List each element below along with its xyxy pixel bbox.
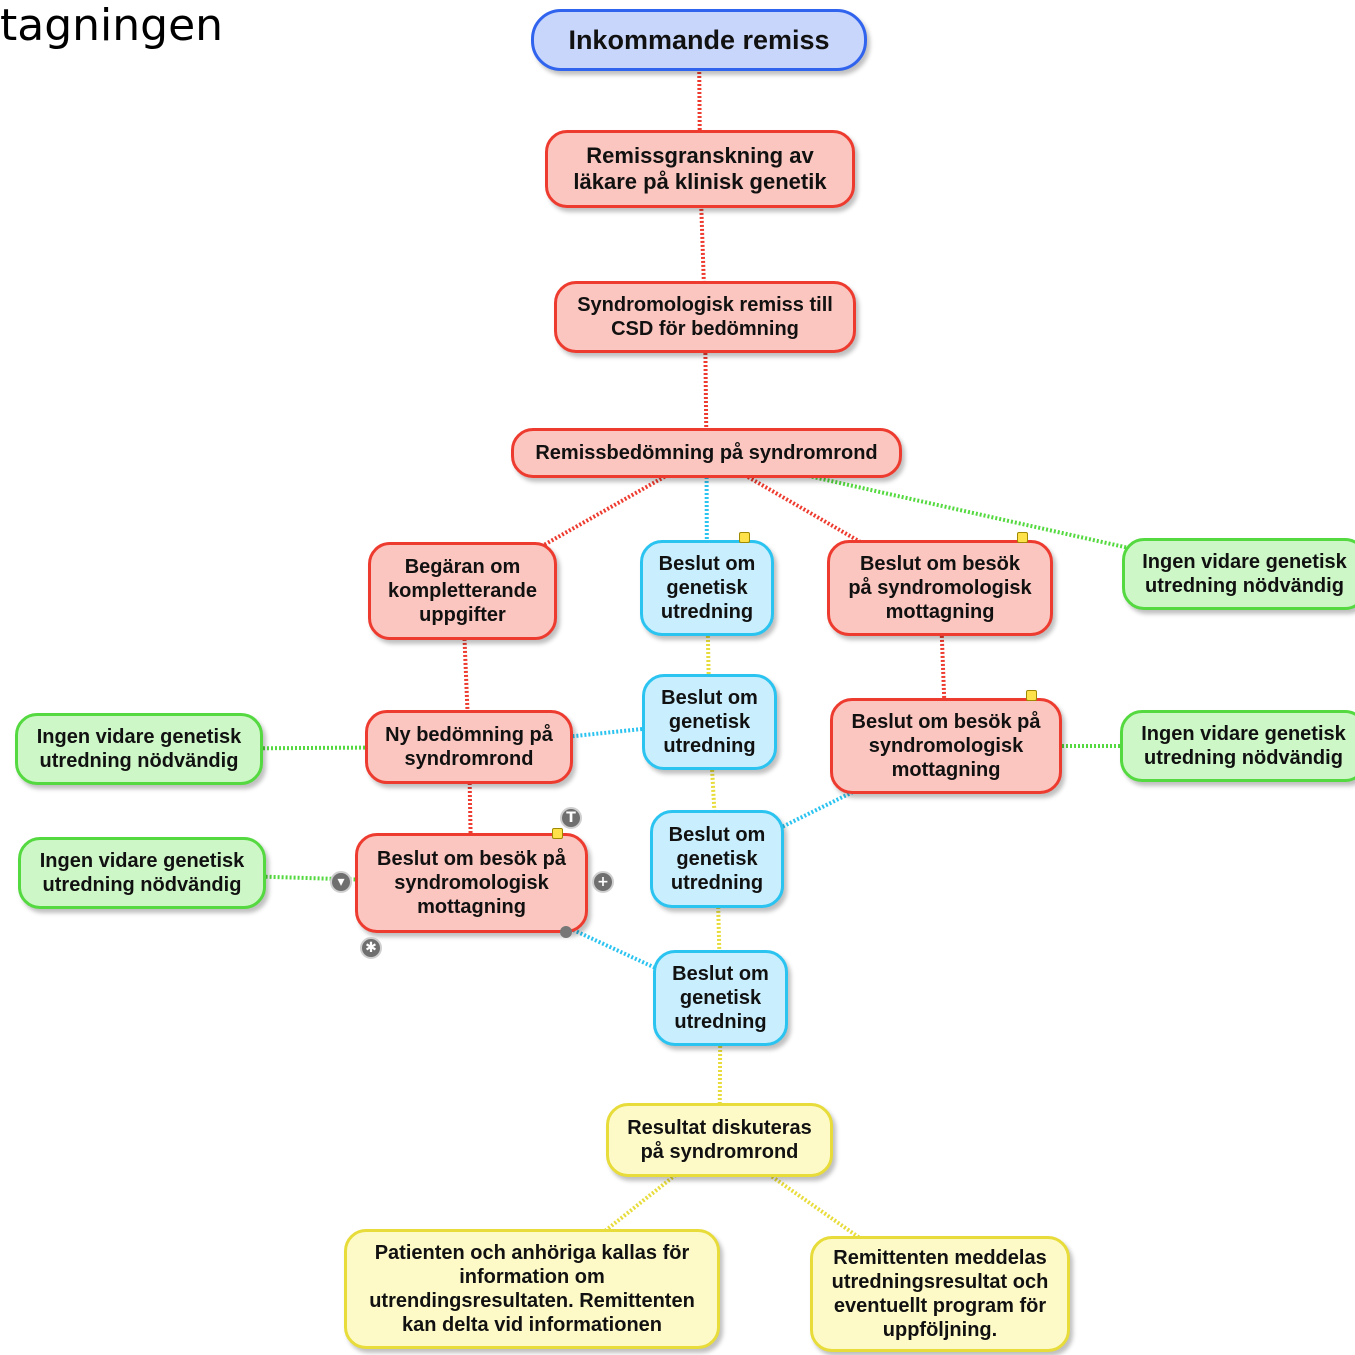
node-ny-bedomning[interactable]: Ny bedömning på syndromrond	[365, 710, 573, 784]
node-beslut-genetisk-2[interactable]: Beslut om genetisk utredning	[642, 674, 777, 770]
connection-handle[interactable]	[560, 926, 572, 938]
node-label: Remissgranskning av läkare på klinisk ge…	[573, 142, 827, 194]
connector-beslut_genetisk_2-beslut_genetisk_3	[707, 721, 719, 860]
node-label: Beslut om besök på syndromologisk mottag…	[377, 848, 566, 918]
add-topic-top-button[interactable]: T	[560, 807, 582, 829]
node-beslut-besok-2[interactable]: Beslut om besök på syndromologisk mottag…	[830, 698, 1062, 794]
note-marker-icon	[1026, 690, 1037, 701]
connector-beslut_genetisk_3-beslut_genetisk_4	[715, 858, 723, 999]
node-begaran-om-kompletterande[interactable]: Begäran om kompletterande uppgifter	[368, 542, 557, 640]
node-label: Ingen vidare genetisk utredning nödvändi…	[1141, 723, 1346, 769]
node-syndromologisk-remiss[interactable]: Syndromologisk remiss till CSD för bedöm…	[554, 281, 856, 353]
add-relationship-button[interactable]: ✱	[360, 937, 382, 959]
node-beslut-besok-3-selected[interactable]: Beslut om besök på syndromologisk mottag…	[355, 833, 588, 933]
node-remittenten-meddelas[interactable]: Remittenten meddelas utredningsresultat …	[810, 1236, 1070, 1352]
node-label: Beslut om besök på syndromologisk mottag…	[851, 711, 1041, 781]
connector-ny_bedomning-ingen_3	[138, 745, 470, 751]
connector-beslut_besok_3-ingen_4	[141, 871, 472, 885]
note-marker-icon	[739, 532, 750, 543]
node-label: Ingen vidare genetisk utredning nödvändi…	[39, 850, 245, 896]
node-label: Beslut om genetisk utredning	[672, 963, 769, 1033]
node-label: Syndromologisk remiss till CSD för bedöm…	[577, 294, 833, 340]
node-remissgranskning[interactable]: Remissgranskning av läkare på klinisk ge…	[545, 130, 855, 208]
node-beslut-genetisk-1[interactable]: Beslut om genetisk utredning	[640, 540, 774, 636]
node-resultat-diskuteras[interactable]: Resultat diskuteras på syndromrond	[606, 1103, 833, 1177]
node-label: Beslut om besök på syndromologisk mottag…	[848, 553, 1032, 623]
node-beslut-genetisk-4[interactable]: Beslut om genetisk utredning	[653, 950, 788, 1046]
node-label: Ingen vidare genetisk utredning nödvändi…	[36, 726, 242, 772]
node-label: Ingen vidare genetisk utredning nödvändi…	[1142, 551, 1347, 597]
node-label: Remissbedömning på syndromrond	[535, 442, 878, 464]
node-label: Beslut om genetisk utredning	[658, 553, 756, 623]
note-marker-icon	[1017, 532, 1028, 543]
node-patienten-och-anhoriga[interactable]: Patienten och anhöriga kallas för inform…	[344, 1229, 720, 1349]
slide-heading: tagningen	[0, 0, 224, 51]
node-label: Resultat diskuteras på syndromrond	[627, 1117, 812, 1163]
node-beslut-genetisk-3[interactable]: Beslut om genetisk utredning	[650, 810, 784, 908]
node-label: Remittenten meddelas utredningsresultat …	[831, 1247, 1049, 1341]
node-label: Patienten och anhöriga kallas för inform…	[369, 1242, 695, 1336]
node-beslut-besok-1[interactable]: Beslut om besök på syndromologisk mottag…	[827, 540, 1053, 636]
node-label: Inkommande remiss	[568, 24, 830, 55]
node-label: Beslut om genetisk utredning	[661, 687, 758, 757]
collapse-toggle-button[interactable]: ▾	[330, 871, 352, 893]
node-ingen-vidare-1[interactable]: Ingen vidare genetisk utredning nödvändi…	[1122, 538, 1355, 610]
node-ingen-vidare-3[interactable]: Ingen vidare genetisk utredning nödvändi…	[15, 713, 263, 785]
node-inkommande-remiss[interactable]: Inkommande remiss	[531, 9, 867, 71]
node-remissbedomning[interactable]: Remissbedömning på syndromrond	[511, 428, 902, 478]
note-marker-icon	[552, 828, 563, 839]
node-label: Begäran om kompletterande uppgifter	[388, 556, 537, 626]
node-label: Beslut om genetisk utredning	[668, 824, 766, 894]
node-label: Ny bedömning på syndromrond	[385, 724, 553, 770]
node-ingen-vidare-4[interactable]: Ingen vidare genetisk utredning nödvändi…	[18, 837, 266, 909]
add-subtopic-button[interactable]: +	[592, 871, 614, 893]
node-ingen-vidare-2[interactable]: Ingen vidare genetisk utredning nödvändi…	[1120, 710, 1355, 782]
